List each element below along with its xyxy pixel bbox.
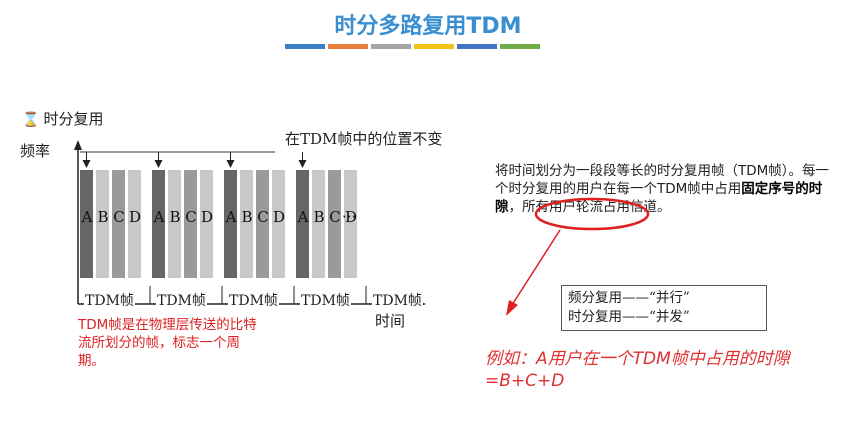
time-slot-d: [128, 170, 141, 278]
frame-label: TDM帧: [372, 290, 423, 310]
slot-letter-b: B: [313, 208, 325, 226]
time-slot-a: [296, 170, 309, 278]
y-axis-label: 频率: [20, 142, 51, 160]
compare-line-tdm: 时分复用——“并发”: [568, 309, 690, 325]
slot-letter-a: A: [225, 208, 237, 226]
slot-a-arrow-head: [226, 160, 235, 168]
compare-box: 频分复用——“并行” 时分复用——“并发”: [561, 285, 767, 331]
time-slot-d: [200, 170, 213, 278]
figure-header: ⌛时分复用: [22, 108, 103, 129]
time-slot-d: [272, 170, 285, 278]
frame-label: TDM帧: [228, 290, 279, 310]
color-bar-4: [414, 44, 454, 49]
slot-letter-c: C: [257, 208, 269, 226]
color-bar-3: [371, 44, 411, 49]
slot-letter-b: B: [169, 208, 181, 226]
highlight-arrow-line: [511, 229, 561, 306]
slot-ellipsis: ···: [342, 208, 357, 226]
slot-letter-c: C: [329, 208, 341, 226]
compare-line-fdm: 频分复用——“并行”: [568, 290, 690, 306]
color-bar-6: [500, 44, 540, 49]
slot-letter-d: D: [272, 208, 286, 226]
page-title: 时分多路复用TDM: [334, 14, 522, 39]
tdm-slots-diagram: [74, 140, 426, 308]
example-note: 例如：A用户在一个TDM帧中占用的时隙=B+C+D: [485, 349, 790, 391]
time-slot-b: [312, 170, 325, 278]
time-slot-b: [96, 170, 109, 278]
position-note: 在TDM帧中的位置不变: [285, 130, 443, 148]
slot-letter-a: A: [297, 208, 309, 226]
frame-label: TDM帧: [300, 290, 351, 310]
title-color-bars: [285, 44, 540, 49]
figure-header-text: 时分复用: [43, 110, 104, 128]
slot-letter-d: D: [344, 208, 358, 226]
time-slot-c: [112, 170, 125, 278]
highlight-arrow-head: [506, 300, 518, 316]
frame-label: TDM帧: [156, 290, 207, 310]
time-slot-c: [184, 170, 197, 278]
clock-icon: ⌛: [22, 112, 40, 128]
time-slot-d: [344, 170, 357, 278]
time-slot-b: [168, 170, 181, 278]
color-bar-2: [328, 44, 368, 49]
slot-letter-a: A: [153, 208, 165, 226]
tdm-description: 将时间划分为一段段等长的时分复用帧（TDM帧）。每一个时分复用的用户在每一个TD…: [495, 162, 840, 216]
slot-letter-a: A: [81, 208, 93, 226]
slot-letter-d: D: [128, 208, 142, 226]
frame-label: TDM帧: [84, 290, 135, 310]
highlight-ellipse: [534, 197, 650, 231]
time-slot-c: [256, 170, 269, 278]
color-bar-5: [457, 44, 497, 49]
slot-letter-b: B: [241, 208, 253, 226]
time-slot-b: [240, 170, 253, 278]
x-axis-label: 时间: [375, 312, 406, 330]
time-slot-a: [80, 170, 93, 278]
slot-letter-c: C: [185, 208, 197, 226]
slot-a-arrow-head: [154, 160, 163, 168]
slot-letter-b: B: [97, 208, 109, 226]
slot-a-arrow-head: [82, 160, 91, 168]
y-axis-arrow: [74, 140, 82, 150]
time-slot-a: [152, 170, 165, 278]
tdm-frame-note: TDM帧是在物理层传送的比特流所划分的帧，标志一个周期。: [78, 317, 257, 369]
desc-part1: 将时间划分为一段段等长的时分复用帧（TDM帧）。每一个时分复用的用户在每一个TD…: [495, 163, 830, 197]
slot-letter-d: D: [200, 208, 214, 226]
desc-highlight: 固定序号的时隙: [495, 181, 823, 215]
time-slot-a: [224, 170, 237, 278]
color-bar-1: [285, 44, 325, 49]
slot-a-arrow-head: [298, 160, 307, 168]
time-slot-c: [328, 170, 341, 278]
slot-letter-c: C: [113, 208, 125, 226]
